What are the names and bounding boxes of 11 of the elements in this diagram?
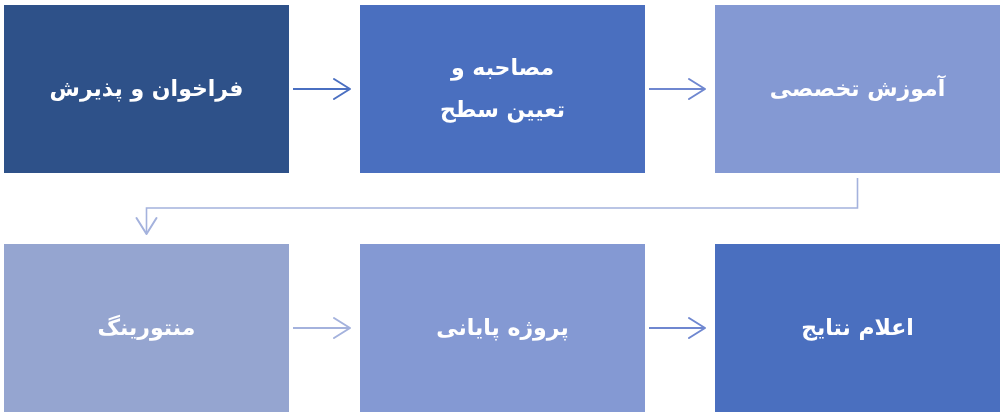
process-box: مصاحبه و تعیین سطح (360, 5, 645, 173)
arrow (292, 317, 351, 339)
arrow (648, 78, 706, 100)
arrow (292, 78, 351, 100)
process-box: پروژه پایانی (360, 244, 645, 412)
arrow (135, 177, 859, 235)
process-box: منتورینگ (4, 244, 289, 412)
process-box: فراخوان و پذیرش (4, 5, 289, 173)
process-box: اعلام نتایج (715, 244, 1000, 412)
process-box: آموزش تخصصی (715, 5, 1000, 173)
arrow (648, 317, 706, 339)
